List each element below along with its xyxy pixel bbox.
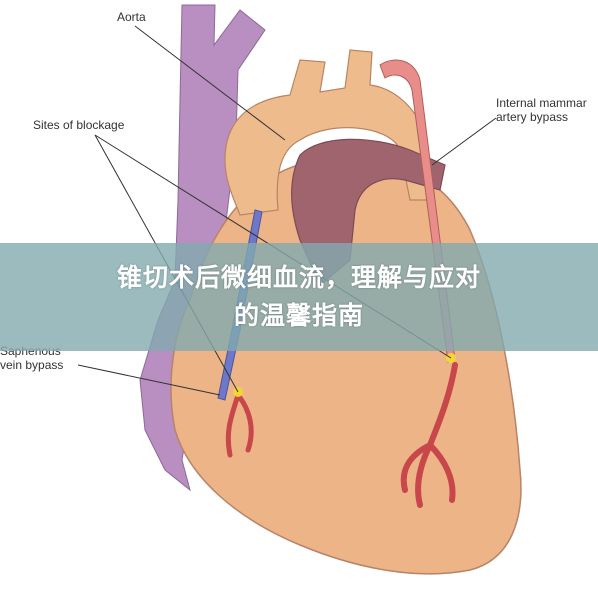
label-mammary-line1: Internal mammar <box>496 96 587 110</box>
banner-title-line2: 的温馨指南 <box>233 301 364 330</box>
title-banner: 锥切术后微细血流，理解与应对 的温馨指南 <box>0 243 598 351</box>
label-sites-of-blockage: Sites of blockage <box>33 118 125 132</box>
leader-aorta <box>134 25 286 141</box>
coronary-artery-right <box>225 392 254 458</box>
leader-mammary <box>431 117 497 166</box>
label-mammary-line2: artery bypass <box>496 110 569 124</box>
leader-saphenous <box>77 364 221 396</box>
banner-title-line1: 锥切术后微细血流，理解与应对 <box>116 263 481 292</box>
coronary-artery-left <box>400 362 458 508</box>
label-saphenous-line2: vein bypass <box>0 358 64 372</box>
label-aorta: Aorta <box>117 10 146 24</box>
label-internal-mammary-artery-bypass: Internal mammar artery bypass <box>496 96 587 124</box>
